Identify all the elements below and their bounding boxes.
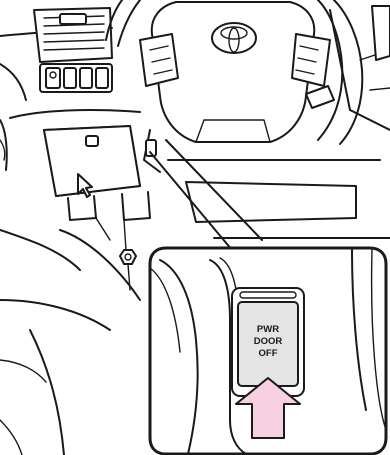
hood-release: [120, 250, 136, 264]
switch-3: [80, 68, 92, 88]
button-label-line2: DOOR: [254, 336, 283, 347]
switch-2: [64, 68, 76, 88]
steering-wheel: [106, 0, 362, 144]
button-label-line3: OFF: [259, 348, 278, 359]
right-vent: [372, 6, 390, 60]
right-spoke-controls: [292, 34, 330, 86]
zoom-callout: PWR DOOR OFF: [150, 248, 386, 454]
switch-4: [96, 68, 108, 88]
button-label-line1: PWR: [257, 324, 279, 335]
